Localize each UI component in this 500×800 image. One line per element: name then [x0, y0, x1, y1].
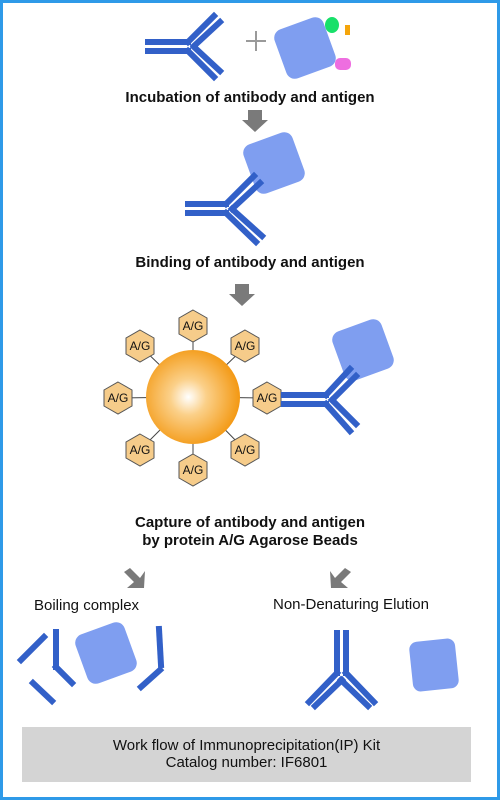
antibody-step2 [185, 171, 267, 247]
ag-label: A/G [182, 463, 204, 477]
antigen-step3 [332, 319, 394, 381]
step-capture-label-line2: by protein A/G Agarose Beads [142, 532, 358, 549]
ag-label: A/G [129, 339, 151, 353]
elution-label: Non-Denaturing Elution [273, 596, 429, 613]
denatured-antibody-fragments [16, 625, 165, 706]
ag-label: A/G [107, 391, 129, 405]
antigen-eluted [409, 638, 459, 692]
ag-label: A/G [256, 391, 278, 405]
branch-arrow-left [124, 568, 145, 588]
footer-box: Work flow of Immunoprecipitation(IP) Kit… [22, 727, 471, 782]
boiling-complex-label: Boiling complex [34, 597, 140, 614]
antibody-step3 [281, 364, 361, 436]
ag-label: A/G [234, 339, 256, 353]
step-binding-label: Binding of antibody and antigen [135, 254, 365, 271]
ag-label: A/G [182, 319, 204, 333]
agarose-bead [146, 350, 240, 444]
antigen-step2 [243, 132, 305, 194]
molecule-green [325, 17, 339, 33]
branch-arrow-right [330, 568, 351, 588]
ag-label: A/G [234, 443, 256, 457]
step-incubation-label: Incubation of antibody and antigen [125, 89, 375, 106]
molecule-orange [345, 25, 350, 35]
antigen-boiled [75, 622, 137, 684]
ag-label: A/G [129, 443, 151, 457]
footer-title: Work flow of Immunoprecipitation(IP) Kit [112, 737, 381, 754]
antibody-step1 [145, 11, 225, 82]
antibody-eluted [304, 630, 379, 711]
down-arrow-1 [242, 110, 268, 132]
footer-catalog: Catalog number: IF6801 [165, 754, 328, 771]
down-arrow-2 [229, 284, 255, 306]
step-capture-label-line1: Capture of antibody and antigen [134, 514, 365, 531]
molecule-pink [335, 58, 351, 70]
plus-sign [246, 31, 266, 51]
protein-ag-hexagons [103, 309, 282, 487]
antigen-step1 [274, 17, 336, 79]
